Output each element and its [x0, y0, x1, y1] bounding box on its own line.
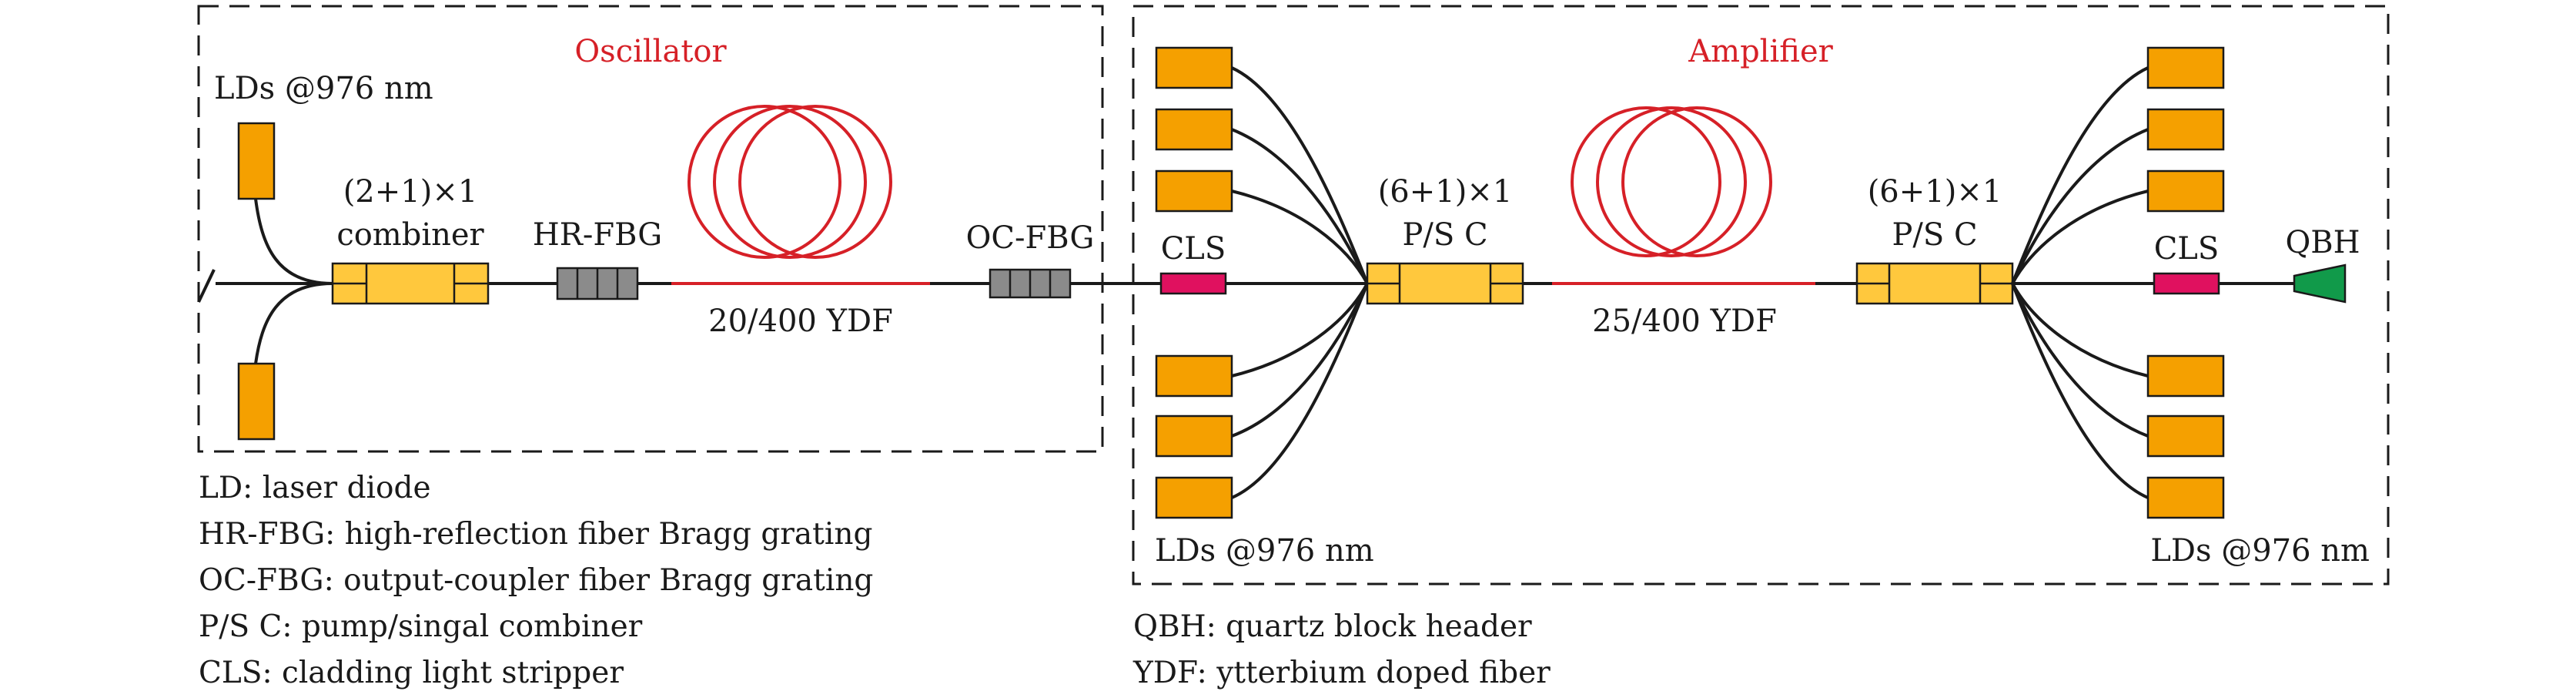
cls-2-label: CLS	[2154, 231, 2220, 267]
legend-item: YDF: ytterbium doped fiber	[1132, 656, 1551, 690]
laser-diode-amp-l5	[1155, 414, 1233, 458]
amp-right-pump-fibers	[2011, 66, 2149, 499]
oscillator-box	[197, 5, 1104, 453]
legend-item: CLS: cladding light stripper	[199, 656, 624, 690]
psc-2-label-2: P/S C	[1892, 217, 1977, 253]
legend-left: LD: laser diode HR-FBG: high-reflection …	[199, 471, 873, 690]
combiner-osc-label-2: combiner	[336, 217, 484, 253]
qbh-label: QBH	[2285, 225, 2360, 260]
laser-diode-amp-r3	[2146, 169, 2225, 213]
laser-diode-amp-r5	[2146, 414, 2225, 458]
amplifier-title: Amplifier	[1688, 34, 1833, 69]
oscillator-pump-fibers	[197, 198, 333, 364]
legend-item: QBH: quartz block header	[1133, 609, 1532, 644]
psc-2-label-1: (6+1)×1	[1868, 174, 2002, 210]
hr-fbg-label: HR-FBG	[533, 217, 662, 253]
legend-right: QBH: quartz block header YDF: ytterbium …	[1132, 609, 1551, 690]
laser-diode-amp-r2	[2146, 108, 2225, 151]
laser-diode-amp-l1	[1155, 46, 1233, 89]
psc-1-label-1: (6+1)×1	[1378, 174, 1513, 210]
laser-diode-amp-l6	[1155, 476, 1233, 519]
cls-1-label: CLS	[1161, 231, 1226, 267]
oscillator-title: Oscillator	[574, 34, 727, 69]
laser-diode-amp-r4	[2146, 354, 2225, 398]
lds-amp-right-label: LDs @976 nm	[2150, 533, 2370, 569]
legend-item: OC-FBG: output-coupler fiber Bragg grati…	[199, 563, 873, 598]
legend-item: HR-FBG: high-reflection fiber Bragg grat…	[199, 517, 872, 552]
ydf-osc-label: 20/400 YDF	[708, 304, 893, 339]
laser-diode-amp-l4	[1155, 354, 1233, 398]
qbh-connector	[2293, 263, 2347, 304]
lds-osc-label: LDs @976 nm	[214, 71, 433, 106]
psc-2	[1855, 262, 2014, 305]
ydf-amp-label: 25/400 YDF	[1592, 304, 1777, 339]
laser-diode-amp-l2	[1155, 108, 1233, 151]
oc-fbg-label: OC-FBG	[966, 220, 1095, 256]
laser-diode-amp-l3	[1155, 169, 1233, 213]
oscillator-combiner	[331, 262, 490, 305]
amp-left-pump-fibers	[1231, 66, 1369, 499]
psc-1-label-2: P/S C	[1402, 217, 1487, 253]
cls-2	[2153, 272, 2220, 295]
legend-item: LD: laser diode	[199, 471, 431, 505]
legend-item: P/S C: pump/singal combiner	[199, 609, 643, 644]
hr-fbg	[556, 267, 639, 300]
combiner-osc-label-1: (2+1)×1	[343, 174, 478, 210]
laser-diode-osc-top	[237, 122, 276, 200]
amplifier-box	[1132, 5, 2390, 586]
lds-amp-left-label: LDs @976 nm	[1155, 533, 1374, 569]
cls-1	[1159, 272, 1227, 295]
laser-diode-amp-r6	[2146, 476, 2225, 519]
ydf-amp-coil	[1571, 106, 1772, 257]
laser-diode-amp-r1	[2146, 46, 2225, 89]
oc-fbg	[989, 268, 1072, 299]
psc-1	[1366, 262, 1524, 305]
laser-diode-osc-bottom	[237, 362, 276, 441]
ydf-osc-coil	[687, 105, 892, 259]
